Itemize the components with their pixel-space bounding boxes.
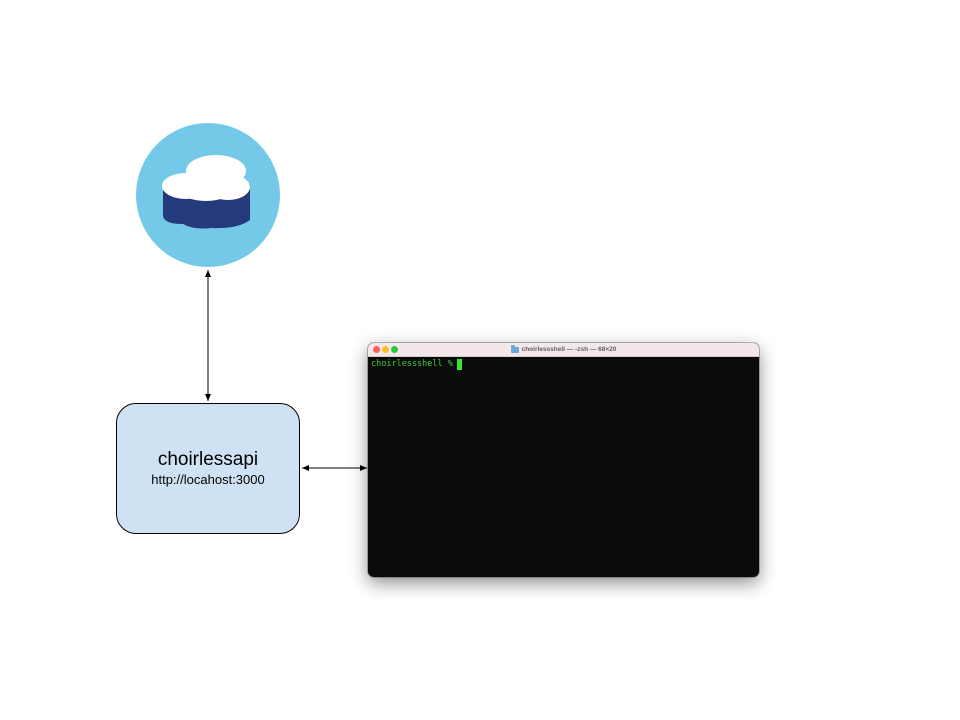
folder-icon [510, 344, 519, 353]
maximize-button[interactable] [391, 346, 398, 353]
api-node-title: choirlessapi [157, 448, 259, 470]
terminal-titlebar[interactable]: choirlessshell — -zsh — 68×20 [368, 343, 759, 357]
api-node-url: http://locahost:3000 [151, 471, 265, 487]
terminal-title-group: choirlessshell — -zsh — 68×20 [368, 343, 759, 356]
close-button[interactable] [373, 346, 380, 353]
terminal-cursor [456, 358, 462, 370]
database-cloud-icon [136, 123, 280, 267]
terminal-prompt: choirlessshell % [371, 359, 453, 369]
terminal-prompt-line[interactable]: choirlessshell % [371, 358, 462, 370]
cloud-shape [162, 155, 250, 201]
terminal-window[interactable]: choirlessshell — -zsh — 68×20 choirlesss… [368, 343, 759, 577]
api-node: choirlessapi http://locahost:3000 [116, 403, 300, 534]
minimize-button[interactable] [382, 346, 389, 353]
terminal-title: choirlessshell — -zsh — 68×20 [521, 346, 617, 353]
